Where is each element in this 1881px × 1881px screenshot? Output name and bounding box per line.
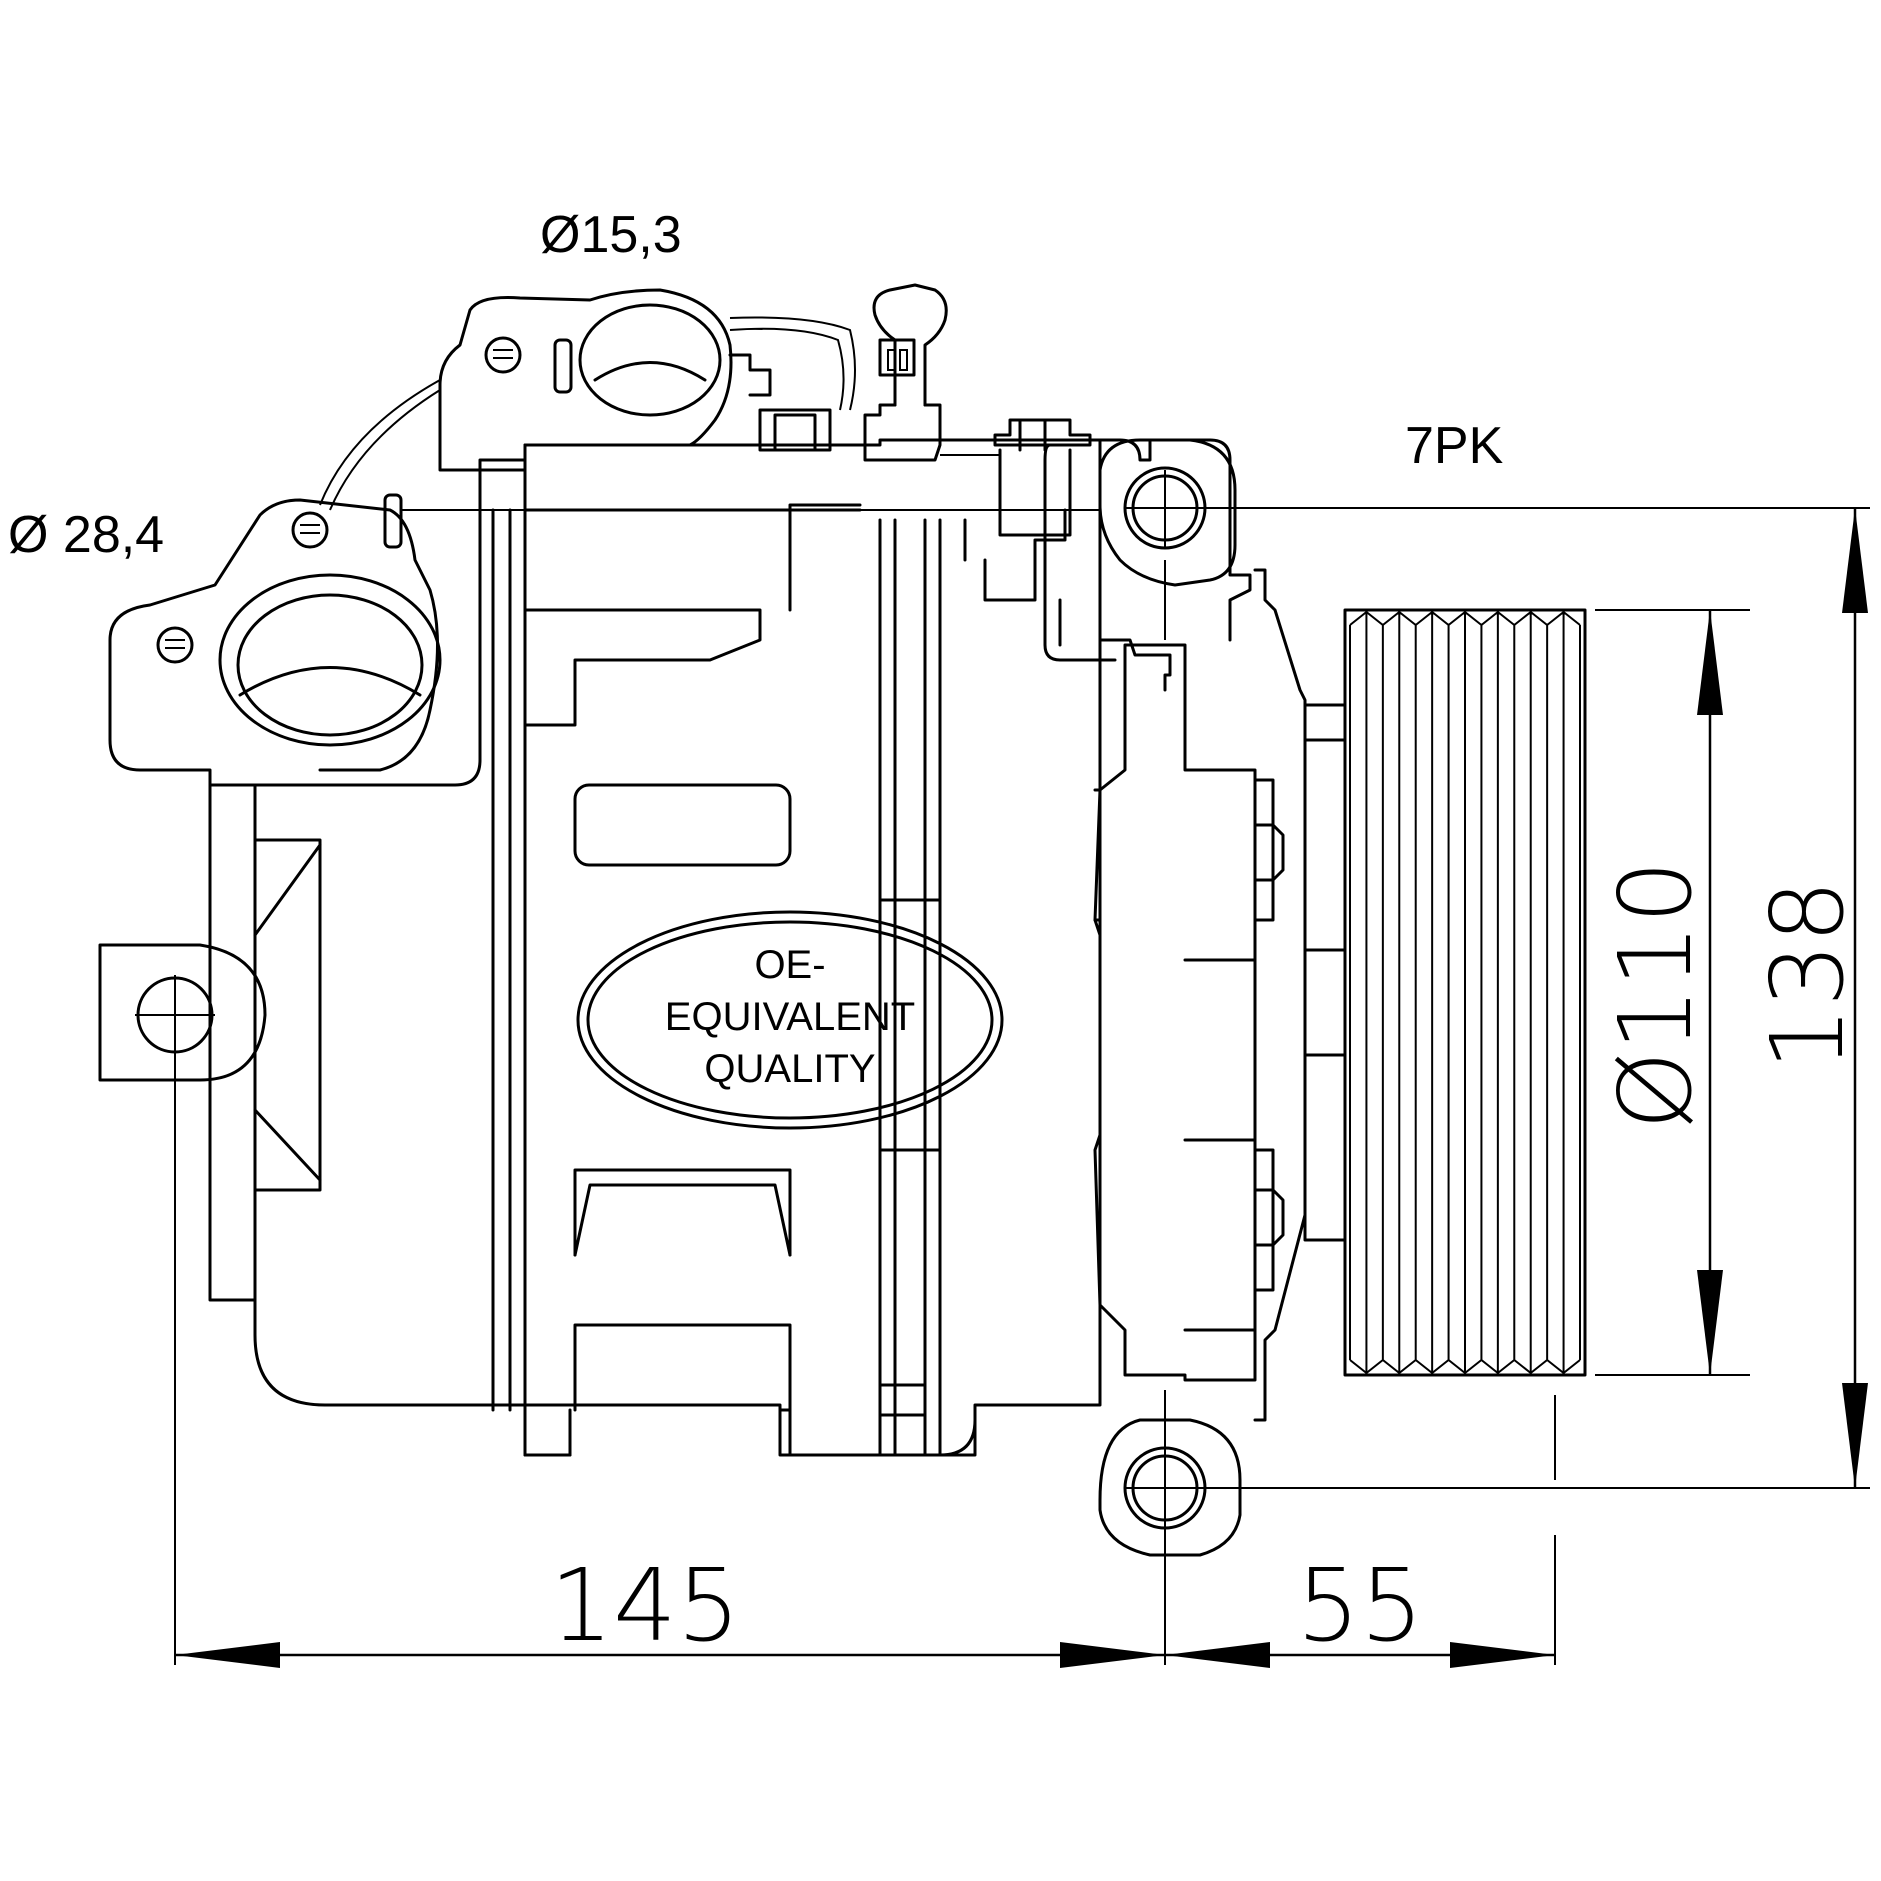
rear-mount-ear bbox=[98, 943, 267, 1082]
dimension-extension-lines bbox=[135, 470, 1870, 1665]
arrow-145-right bbox=[1060, 1642, 1165, 1668]
discharge-port bbox=[438, 288, 772, 472]
badge-line-2: EQUIVALENT bbox=[665, 995, 915, 1039]
compressor-body bbox=[208, 438, 1102, 1457]
pulley-diameter-label: Ø110 bbox=[1597, 860, 1714, 1130]
oe-quality-badge: OE- EQUIVALENT QUALITY bbox=[576, 910, 1004, 1130]
suction-port-diameter-label: Ø 28,4 bbox=[8, 506, 164, 564]
electrical-connector bbox=[319, 283, 1092, 602]
badge-line-3: QUALITY bbox=[704, 1047, 875, 1091]
discharge-port-diameter-label: Ø15,3 bbox=[540, 206, 682, 264]
arrow-138-bottom bbox=[1842, 1383, 1868, 1488]
width-145-label: 145 bbox=[550, 1547, 741, 1664]
arrow-55-right bbox=[1450, 1642, 1555, 1668]
belt-pulley bbox=[1343, 608, 1587, 1377]
arrow-110-top bbox=[1697, 610, 1723, 715]
arrow-110-bottom bbox=[1697, 1270, 1723, 1375]
dimension-lines bbox=[175, 508, 1868, 1668]
badge-line-1: OE- bbox=[754, 943, 825, 987]
front-housing bbox=[1043, 438, 1347, 1557]
belt-profile-label: 7PK bbox=[1405, 417, 1504, 475]
arrow-145-left bbox=[175, 1642, 280, 1668]
arrow-138-top bbox=[1842, 508, 1868, 613]
suction-port bbox=[108, 493, 442, 787]
arrow-55-left bbox=[1165, 1642, 1270, 1668]
height-138-label: 138 bbox=[1749, 880, 1866, 1071]
dimension-labels: Ø15,3 Ø 28,4 7PK 145 55 Ø110 138 bbox=[8, 206, 1866, 1664]
offset-55-label: 55 bbox=[1296, 1547, 1423, 1664]
